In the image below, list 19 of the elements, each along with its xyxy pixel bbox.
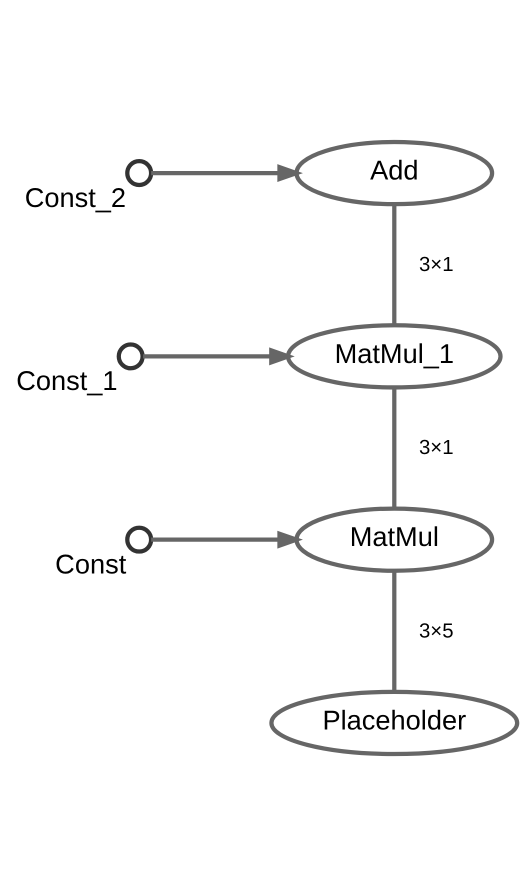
edge-label: 3×1: [418, 254, 454, 276]
node-label: Const_2: [24, 182, 126, 213]
node-circle: [125, 159, 154, 188]
arrow: [151, 530, 303, 549]
connector: [392, 571, 396, 692]
node-ellipse: Placeholder: [269, 690, 520, 756]
arrow: [143, 347, 295, 366]
connector: [392, 388, 396, 508]
node-label: Const: [55, 548, 126, 580]
node-ellipse: MatMul: [294, 506, 494, 573]
arrow: [151, 164, 303, 182]
connector: [392, 204, 396, 325]
edge-label: 3×1: [418, 437, 454, 460]
node-ellipse: MatMul_1: [286, 323, 503, 390]
node-label: Const_1: [16, 365, 118, 396]
edge-label: 3×5: [418, 620, 454, 642]
node-ellipse: Add: [294, 140, 494, 206]
node-circle: [116, 342, 145, 370]
node-circle: [125, 526, 154, 554]
